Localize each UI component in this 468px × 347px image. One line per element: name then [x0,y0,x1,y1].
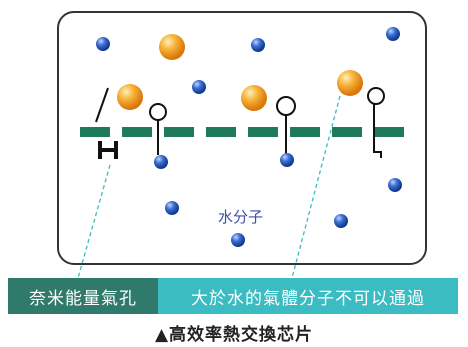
pore-bracket-icon [98,141,118,159]
gas-molecule-icon [337,70,363,96]
ligand-probe-icon [149,103,167,155]
water-molecule-icon [280,153,294,167]
guide-line-left [77,164,111,279]
gas-blocked-label: 大於水的氣體分子不可以通過 [158,278,458,314]
water-molecule-icon [96,37,110,51]
water-molecule-icon [231,233,245,247]
figure-caption: ▲高效率熱交換芯片 [154,325,314,345]
pore-stem [95,87,109,123]
water-molecule-icon [388,178,402,192]
nano-pore-label: 奈米能量氣孔 [8,278,158,314]
water-molecule-icon [165,201,179,215]
water-molecule-icon [334,214,348,228]
gas-molecule-icon [159,34,185,60]
gas-molecule-icon [117,84,143,110]
ligand-probe-icon [276,96,296,155]
water-molecule-icon [192,80,206,94]
scene-frame [57,11,427,265]
water-molecule-icon [386,27,400,41]
water-molecule-icon [251,38,265,52]
membrane [80,127,404,137]
ligand-probe-icon [367,87,385,158]
guide-line-right [291,95,341,279]
water-molecule-label: 水分子 [218,208,263,226]
water-molecule-icon [154,155,168,169]
gas-molecule-icon [241,85,267,111]
